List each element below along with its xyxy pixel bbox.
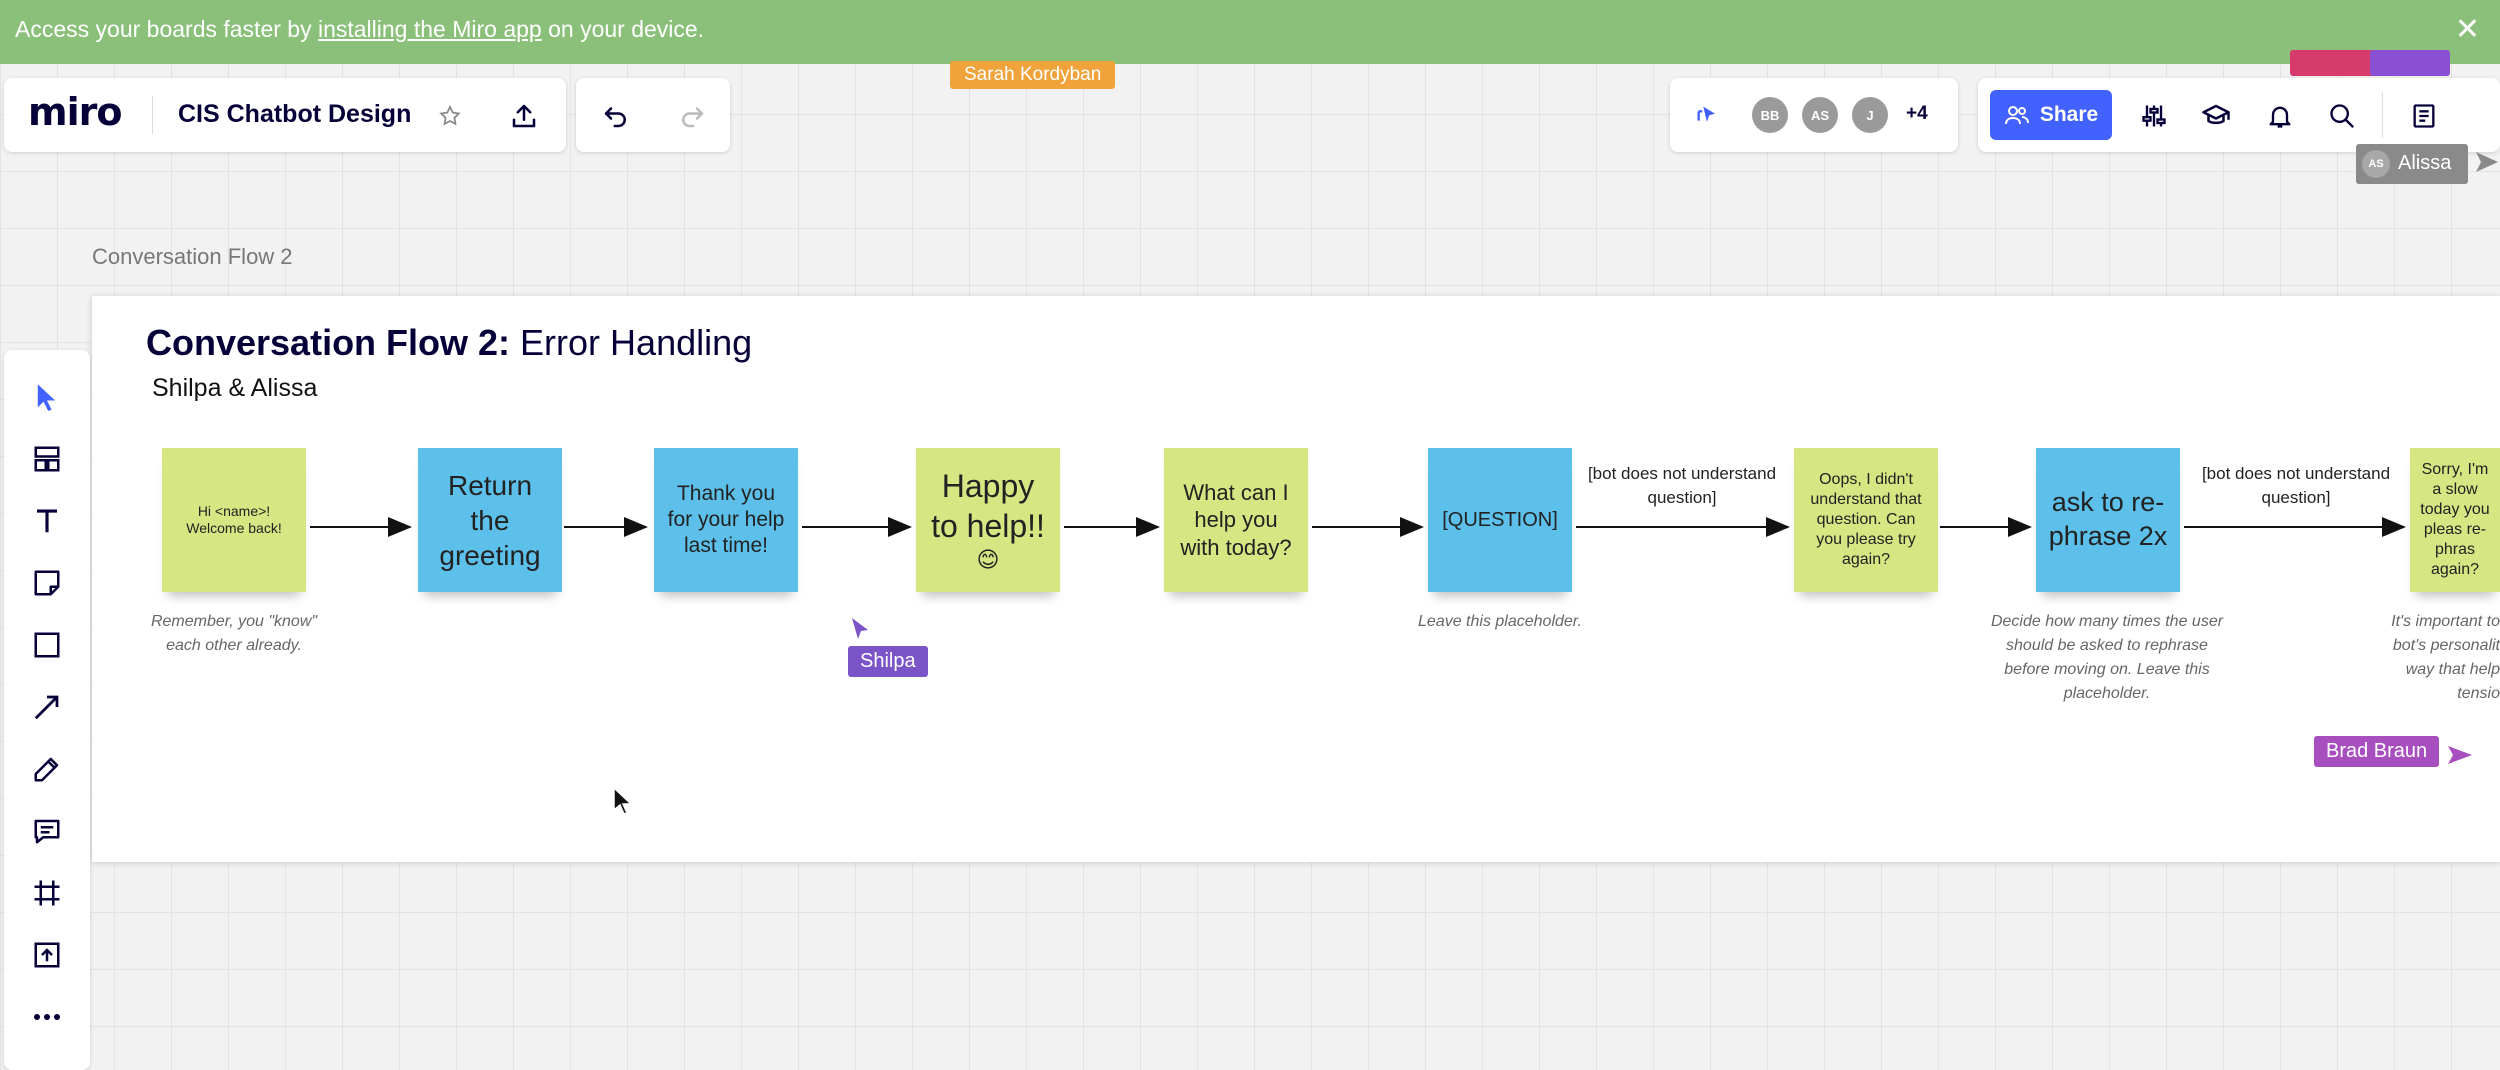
star-icon[interactable] [432,98,468,134]
board-title[interactable]: CIS Chatbot Design [178,100,412,128]
shape-icon[interactable] [4,620,90,670]
sticky-note[interactable]: [QUESTION] [1428,448,1572,592]
sticky-note[interactable]: What can I help you with today? [1164,448,1308,592]
arrow-label[interactable]: [bot does not understand question] [2201,464,2391,507]
text-icon[interactable] [4,496,90,546]
cursor-name: Alissa [2398,152,2452,174]
redo-icon[interactable] [672,96,712,136]
miro-logo[interactable]: miro [28,90,122,134]
sticky-note[interactable]: Return the greeting [418,448,562,592]
cursor-label-shilpa: Shilpa [848,646,928,677]
people-icon [2004,106,2029,125]
partial-cursor-label-2 [2370,50,2450,76]
remote-cursor-icon [850,616,870,647]
banner-prefix: Access your boards faster by [15,16,318,42]
notes-list-icon[interactable] [2404,96,2444,136]
pen-icon[interactable] [4,744,90,794]
more-icon[interactable] [4,992,90,1042]
templates-icon[interactable] [4,434,90,484]
remote-cursor-icon [2446,744,2474,771]
caption-note[interactable]: It's important to bot's personalit way t… [2391,613,2500,702]
select-icon[interactable] [4,372,90,422]
caption-note[interactable]: Leave this placeholder. [1418,613,1582,630]
sticky-note[interactable]: ask to re-phrase 2x [2036,448,2180,592]
mouse-pointer-icon [612,786,634,821]
board-header-panel: miro CIS Chatbot Design [4,78,566,152]
sticky-note[interactable]: Thank you for your help last time! [654,448,798,592]
sticky-note-text: Happy to help!! [931,468,1045,545]
divider [2382,92,2383,138]
arrow-label[interactable]: [bot does not understand question] [1587,464,1777,507]
undo-icon[interactable] [596,96,636,136]
sticky-note-icon[interactable] [4,558,90,608]
avatar: AS [2362,150,2390,178]
banner-suffix: on your device. [541,16,705,42]
frame-label[interactable]: Conversation Flow 2 [92,244,293,269]
frame-title: Conversation Flow 2: Error Handling [146,322,752,364]
avatar[interactable]: BB [1752,97,1788,133]
install-app-link[interactable]: installing the Miro app [317,16,542,42]
settings-sliders-icon[interactable] [2134,96,2174,136]
sticky-note[interactable]: Sorry, I'm a slow today you pleas re-phr… [2410,448,2500,592]
avatar[interactable]: J [1852,97,1888,133]
search-icon[interactable] [2322,96,2362,136]
frame-title-bold: Conversation Flow 2: [146,322,511,363]
cursor-label-brad: Brad Braun [2314,736,2440,767]
caption-note[interactable]: Decide how many times the user should be… [1990,613,2224,702]
remote-cursor-icon [2474,150,2500,179]
share-button[interactable]: Share [1990,90,2112,140]
upload-tool-icon[interactable] [4,930,90,980]
sticky-note[interactable]: Oops, I didn't understand that question.… [1794,448,1938,592]
divider [152,96,153,134]
sticky-note[interactable]: Hi <name>! Welcome back! [162,448,306,592]
cursor-label-sarah: Sarah Kordyban [950,61,1116,89]
close-icon[interactable]: ✕ [2454,13,2480,46]
right-toolbar-panel: Share [1978,78,2500,152]
caption-note[interactable]: Remember, you "know" each other already. [150,613,318,654]
install-app-banner: Access your boards faster by installing … [0,0,2500,64]
comment-icon[interactable] [4,806,90,856]
upload-icon[interactable] [504,96,544,136]
cursor-sync-icon[interactable] [1690,98,1726,134]
sticky-note[interactable]: Happy to help!! 😊 [916,448,1060,592]
cursor-label-alissa: AS Alissa [2356,144,2468,184]
collaborators-panel: BB AS J +4 [1670,78,1958,152]
frame-title-rest: Error Handling [510,322,753,363]
more-collaborators-count[interactable]: +4 [1906,103,1928,124]
banner-message: Access your boards faster by installing … [15,16,704,43]
learning-cap-icon[interactable] [2196,96,2236,136]
bell-icon[interactable] [2260,96,2300,136]
left-toolbar [4,350,90,1070]
smile-emoji: 😊 [976,547,1000,573]
frame-icon[interactable] [4,868,90,918]
avatar[interactable]: AS [1802,97,1838,133]
line-arrow-icon[interactable] [4,682,90,732]
frame-subtitle: Shilpa & Alissa [152,374,318,402]
undo-redo-panel [576,78,730,152]
share-label: Share [2039,103,2099,126]
